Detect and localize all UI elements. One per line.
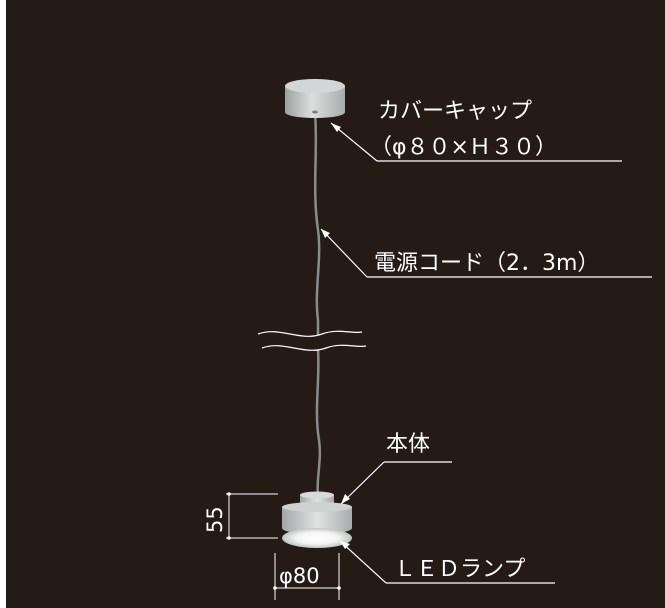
power-cord: [313, 111, 322, 496]
diameter-value: φ80: [279, 564, 320, 588]
height-dimension: [226, 492, 278, 540]
led-lamp: [282, 528, 352, 548]
body-label: 本体: [386, 432, 430, 457]
power-cord-label: 電源コード（2．3m）: [374, 251, 599, 276]
break-mark: [261, 344, 367, 351]
break-mark: [257, 330, 363, 337]
led-lamp-label: ＬＥＤランプ: [394, 557, 525, 582]
cover-cap-size-label: （φ８０×Ｈ３０）: [370, 135, 557, 160]
height-value: 55: [203, 506, 227, 533]
fixture-body: [282, 491, 352, 534]
cover-cap-label: カバーキャップ: [378, 99, 532, 124]
diameter-dimension: [273, 553, 341, 600]
cover-cap: [285, 79, 345, 118]
